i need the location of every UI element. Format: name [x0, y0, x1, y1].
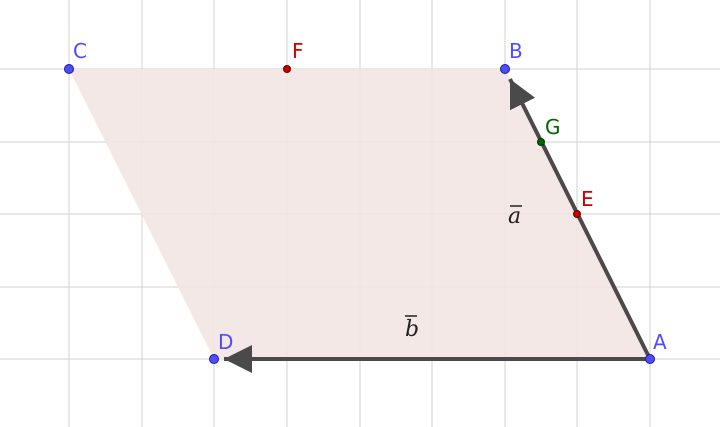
vector-a-label-group: a	[508, 204, 522, 229]
vector-a[interactable]	[508, 78, 652, 360]
vector-a-label: a	[508, 204, 521, 229]
point-e-label: E	[581, 187, 594, 211]
point-g-label: G	[545, 115, 561, 139]
point-d-label: D	[218, 330, 233, 354]
point-c[interactable]	[64, 64, 74, 74]
point-c-label: C	[73, 39, 87, 63]
point-d[interactable]	[209, 354, 219, 364]
point-g[interactable]	[537, 138, 545, 146]
point-f[interactable]	[283, 65, 291, 73]
point-a-label: A	[653, 330, 667, 354]
point-f-label: F	[292, 39, 304, 63]
parallelogram-region[interactable]	[69, 69, 650, 359]
point-b[interactable]	[500, 64, 510, 74]
vector-b-label: b	[405, 317, 419, 342]
vector-b-label-group: b	[405, 315, 419, 342]
point-a[interactable]	[645, 354, 655, 364]
point-b-label: B	[509, 39, 523, 63]
point-e[interactable]	[573, 210, 581, 218]
